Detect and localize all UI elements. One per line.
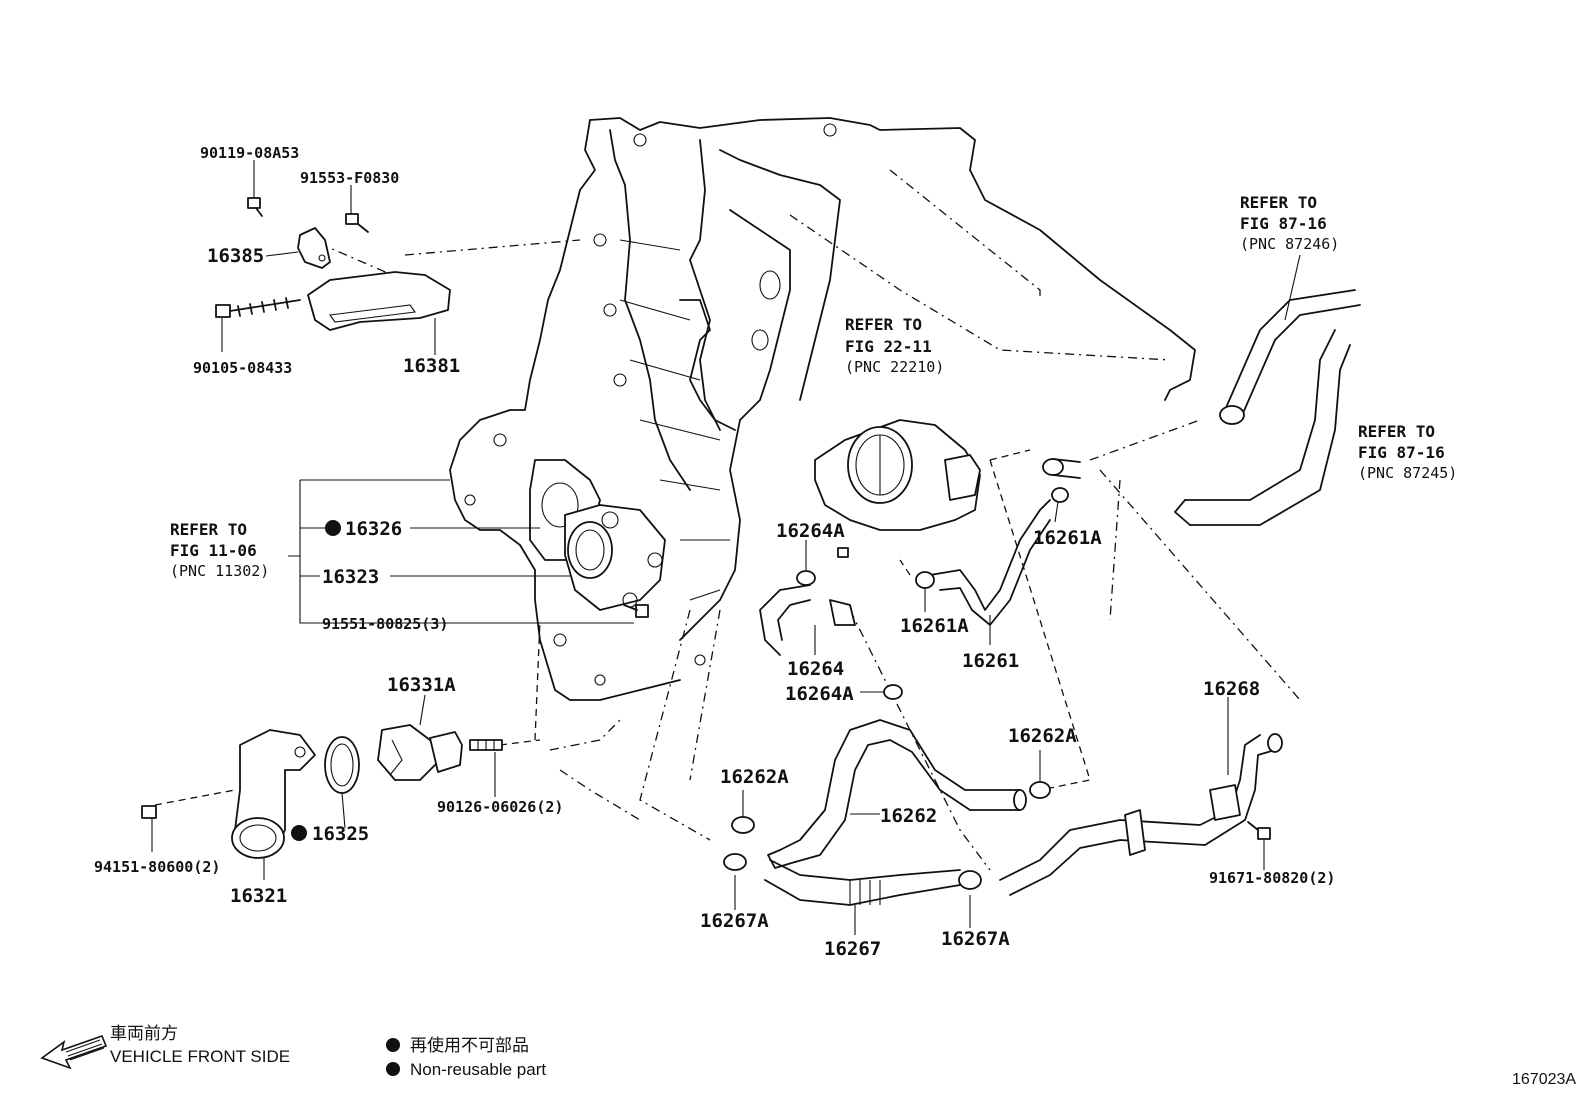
- clamp-16264A-2-icon: [883, 684, 903, 700]
- label-16321: 16321: [230, 885, 287, 907]
- svg-text:REFER TO: REFER TO: [1358, 422, 1435, 441]
- bracket-assembly: [215, 197, 451, 331]
- legend-nonreusable-en: Non-reusable part: [410, 1060, 546, 1079]
- svg-text:REFER TO: REFER TO: [845, 315, 922, 334]
- ref-22210: REFER TO FIG 22-11 (PNC 22210): [845, 315, 944, 376]
- gasket-16325-icon: [324, 736, 360, 794]
- label-94151-80600: 94151-80600(2): [94, 858, 220, 876]
- svg-text:(PNC 22210): (PNC 22210): [845, 358, 944, 376]
- front-arrow-icon: [40, 1034, 108, 1070]
- nut-94151-icon: [141, 805, 157, 819]
- legend: 車両前方 VEHICLE FRONT SIDE 再使用不可部品 Non-reus…: [40, 1024, 546, 1079]
- part-labels: 90119-08A53 91553-F0830 16385 90105-0843…: [94, 144, 1335, 960]
- label-90105-08433: 90105-08433: [193, 359, 292, 377]
- svg-text:(PNC 87245): (PNC 87245): [1358, 464, 1457, 482]
- clamp-16262A-1-icon: [731, 816, 755, 834]
- engine-timing-cover: [449, 117, 1196, 701]
- svg-text:FIG 87-16: FIG 87-16: [1358, 443, 1445, 462]
- label-16261A-right: 16261A: [1033, 527, 1102, 549]
- bolt-90105-icon: [215, 297, 301, 318]
- ref-87245: REFER TO FIG 87-16 (PNC 87245): [1358, 422, 1457, 482]
- throttle-body: [814, 419, 981, 558]
- label-91553-F0830: 91553-F0830: [300, 169, 399, 187]
- label-16262A-right: 16262A: [1008, 725, 1077, 747]
- label-16331A: 16331A: [387, 674, 456, 696]
- bolt-91551-icon: [623, 604, 649, 618]
- label-16261: 16261: [962, 650, 1019, 672]
- water-inlet-housing: [529, 459, 666, 618]
- clamp-16264A-1-icon: [796, 570, 816, 586]
- label-90126-06026: 90126-06026(2): [437, 798, 563, 816]
- label-16262A-left: 16262A: [720, 766, 789, 788]
- legend-dot-icon-1: [386, 1038, 400, 1052]
- water-outlet-16321-icon: [231, 729, 316, 859]
- label-91551-80825: 91551-80825(3): [322, 615, 448, 633]
- label-16267A-left: 16267A: [700, 910, 769, 932]
- label-16325: 16325: [312, 823, 369, 845]
- legend-direction-jp: 車両前方: [110, 1024, 178, 1043]
- label-16381: 16381: [403, 355, 460, 377]
- legend-nonreusable-jp: 再使用不可部品: [410, 1035, 529, 1055]
- svg-text:FIG 11-06: FIG 11-06: [170, 541, 257, 560]
- label-16385: 16385: [207, 245, 264, 267]
- label-16264A-lower: 16264A: [785, 683, 854, 705]
- svg-text:FIG 22-11: FIG 22-11: [845, 337, 932, 356]
- hose-clamps: [723, 487, 1069, 890]
- nonreusable-dot-16325: [291, 825, 307, 841]
- bolt-throttle-icon: [837, 547, 849, 558]
- leader-lines: [151, 160, 1301, 935]
- label-16267A-right: 16267A: [941, 928, 1010, 950]
- figure-id: 167023A: [1512, 1071, 1576, 1088]
- clamp-16267A-2-icon: [958, 870, 982, 890]
- hoses: [759, 289, 1361, 906]
- svg-text:(PNC 11302): (PNC 11302): [170, 562, 269, 580]
- bolt-90119-icon: [247, 197, 263, 217]
- legend-direction-en: VEHICLE FRONT SIDE: [110, 1047, 290, 1066]
- thermostat-group: [141, 724, 503, 859]
- svg-text:REFER TO: REFER TO: [170, 520, 247, 539]
- label-16268: 16268: [1203, 678, 1260, 700]
- stud-90126-icon: [469, 739, 503, 751]
- nonreusable-dot-16326: [325, 520, 341, 536]
- clamp-16267A-1-icon: [723, 853, 747, 871]
- label-90119-08A53: 90119-08A53: [200, 144, 299, 162]
- svg-text:FIG 87-16: FIG 87-16: [1240, 214, 1327, 233]
- thermostat-16331A-icon: [377, 724, 463, 781]
- label-16261A-left: 16261A: [900, 615, 969, 637]
- label-16262: 16262: [880, 805, 937, 827]
- bolt-91671-icon: [1247, 821, 1271, 840]
- clamp-16262A-2-icon: [1029, 781, 1051, 799]
- label-16323: 16323: [322, 566, 379, 588]
- clamp-16261A-1-icon: [915, 571, 935, 589]
- label-16326: 16326: [345, 518, 402, 540]
- clamp-16261A-2-icon: [1051, 487, 1069, 503]
- label-16264A-upper: 16264A: [776, 520, 845, 542]
- ref-87246: REFER TO FIG 87-16 (PNC 87246): [1240, 193, 1339, 253]
- svg-text:REFER TO: REFER TO: [1240, 193, 1317, 212]
- label-91671-80820: 91671-80820(2): [1209, 869, 1335, 887]
- legend-dot-icon-2: [386, 1062, 400, 1076]
- label-16264: 16264: [787, 658, 844, 680]
- ref-11302: REFER TO FIG 11-06 (PNC 11302): [170, 520, 269, 580]
- svg-text:(PNC 87246): (PNC 87246): [1240, 235, 1339, 253]
- label-16267: 16267: [824, 938, 881, 960]
- bolt-91553-icon: [345, 213, 369, 233]
